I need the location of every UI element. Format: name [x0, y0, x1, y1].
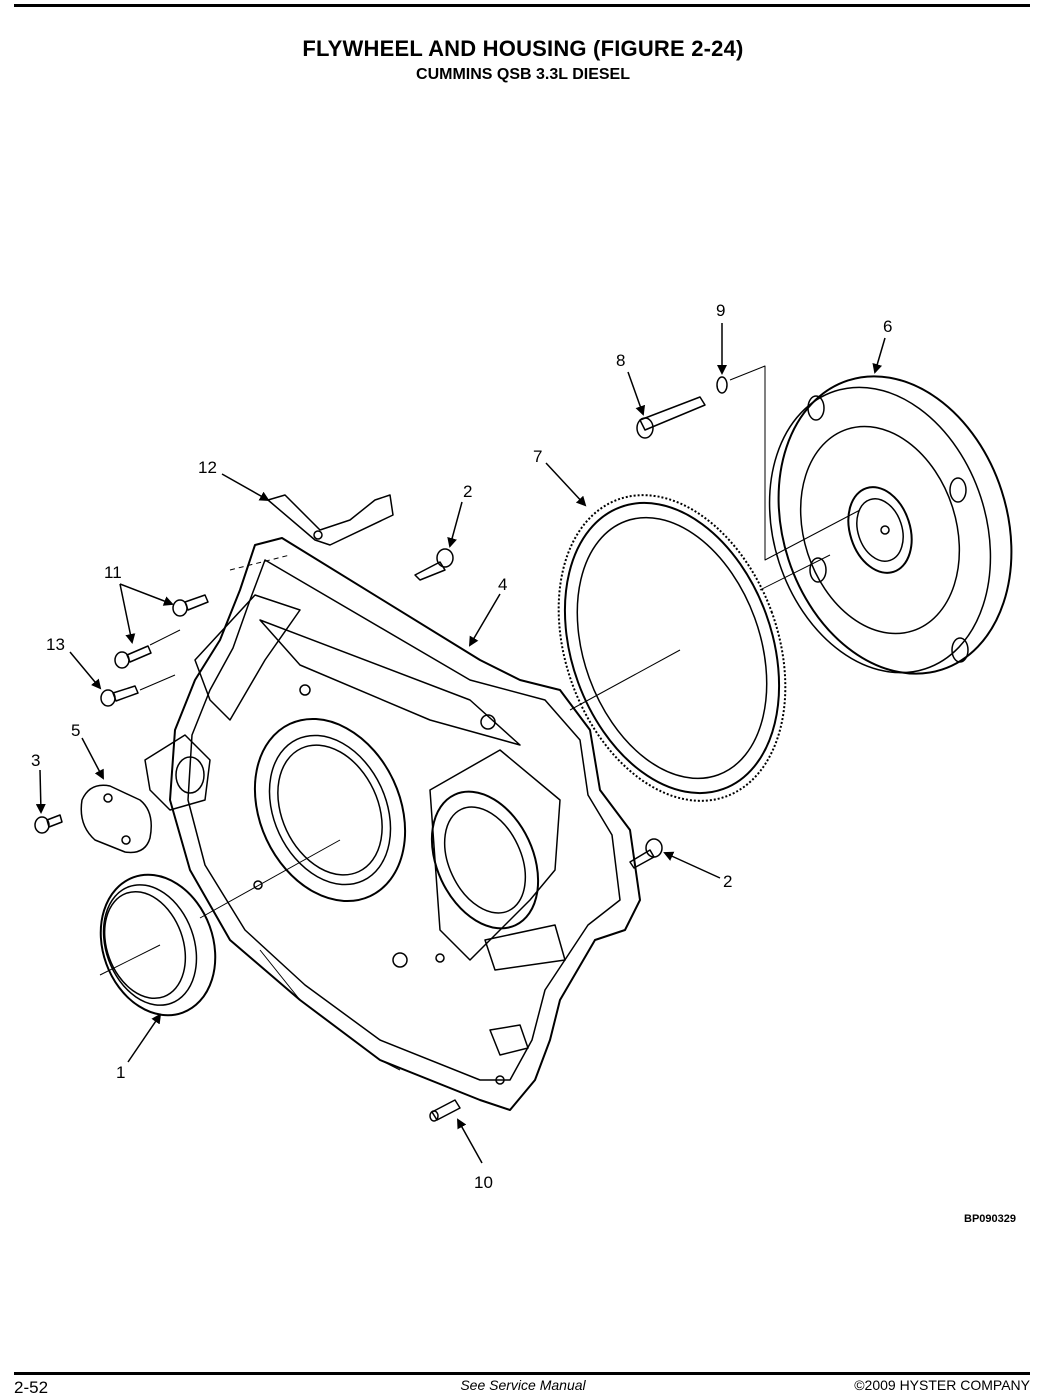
callout-4: 4: [498, 575, 507, 594]
bottom-rule: [14, 1372, 1030, 1375]
callout-5: 5: [71, 721, 80, 740]
ring-gear: [557, 494, 787, 802]
capscrew-3: [34, 814, 63, 834]
callout-2-top: 2: [463, 482, 472, 501]
bracket: [267, 494, 394, 546]
callout-2-right: 2: [723, 872, 732, 891]
flywheel: [768, 375, 1013, 675]
callout-11: 11: [104, 563, 122, 582]
top-rule: [14, 4, 1030, 7]
footer-note: See Service Manual: [460, 1377, 586, 1393]
callout-7: 7: [533, 447, 542, 466]
page-title: FLYWHEEL AND HOUSING (FIGURE 2-24): [302, 36, 744, 61]
capscrew-13: [100, 685, 139, 707]
page-number: 2-52: [14, 1378, 49, 1397]
page-subtitle: CUMMINS QSB 3.3L DIESEL: [416, 66, 630, 83]
callout-1: 1: [116, 1063, 125, 1082]
dowel-pin-10: [429, 1099, 461, 1122]
flywheel-housing: [144, 537, 641, 1111]
capscrew-8: [636, 396, 706, 439]
callout-6: 6: [883, 317, 892, 336]
capscrew-11-lower: [114, 645, 152, 669]
alignment-lines: [99, 365, 861, 976]
callout-10: 10: [474, 1173, 493, 1192]
callout-3: 3: [31, 751, 40, 770]
rear-crankshaft-seal: [99, 873, 217, 1017]
capscrew-2-top: [414, 548, 454, 581]
leader-arrows: [35, 323, 886, 1164]
capscrew-2-right: [629, 838, 663, 869]
washer-9: [716, 376, 728, 394]
callout-8: 8: [616, 351, 625, 370]
callout-13: 13: [46, 635, 65, 654]
callout-9: 9: [716, 301, 725, 320]
figure-code: BP090329: [964, 1213, 1016, 1225]
cover-plate: [80, 784, 152, 854]
copyright-notice: ©2009 HYSTER COMPANY: [854, 1377, 1030, 1393]
callout-12: 12: [198, 458, 217, 477]
capscrew-11-upper: [172, 594, 209, 617]
